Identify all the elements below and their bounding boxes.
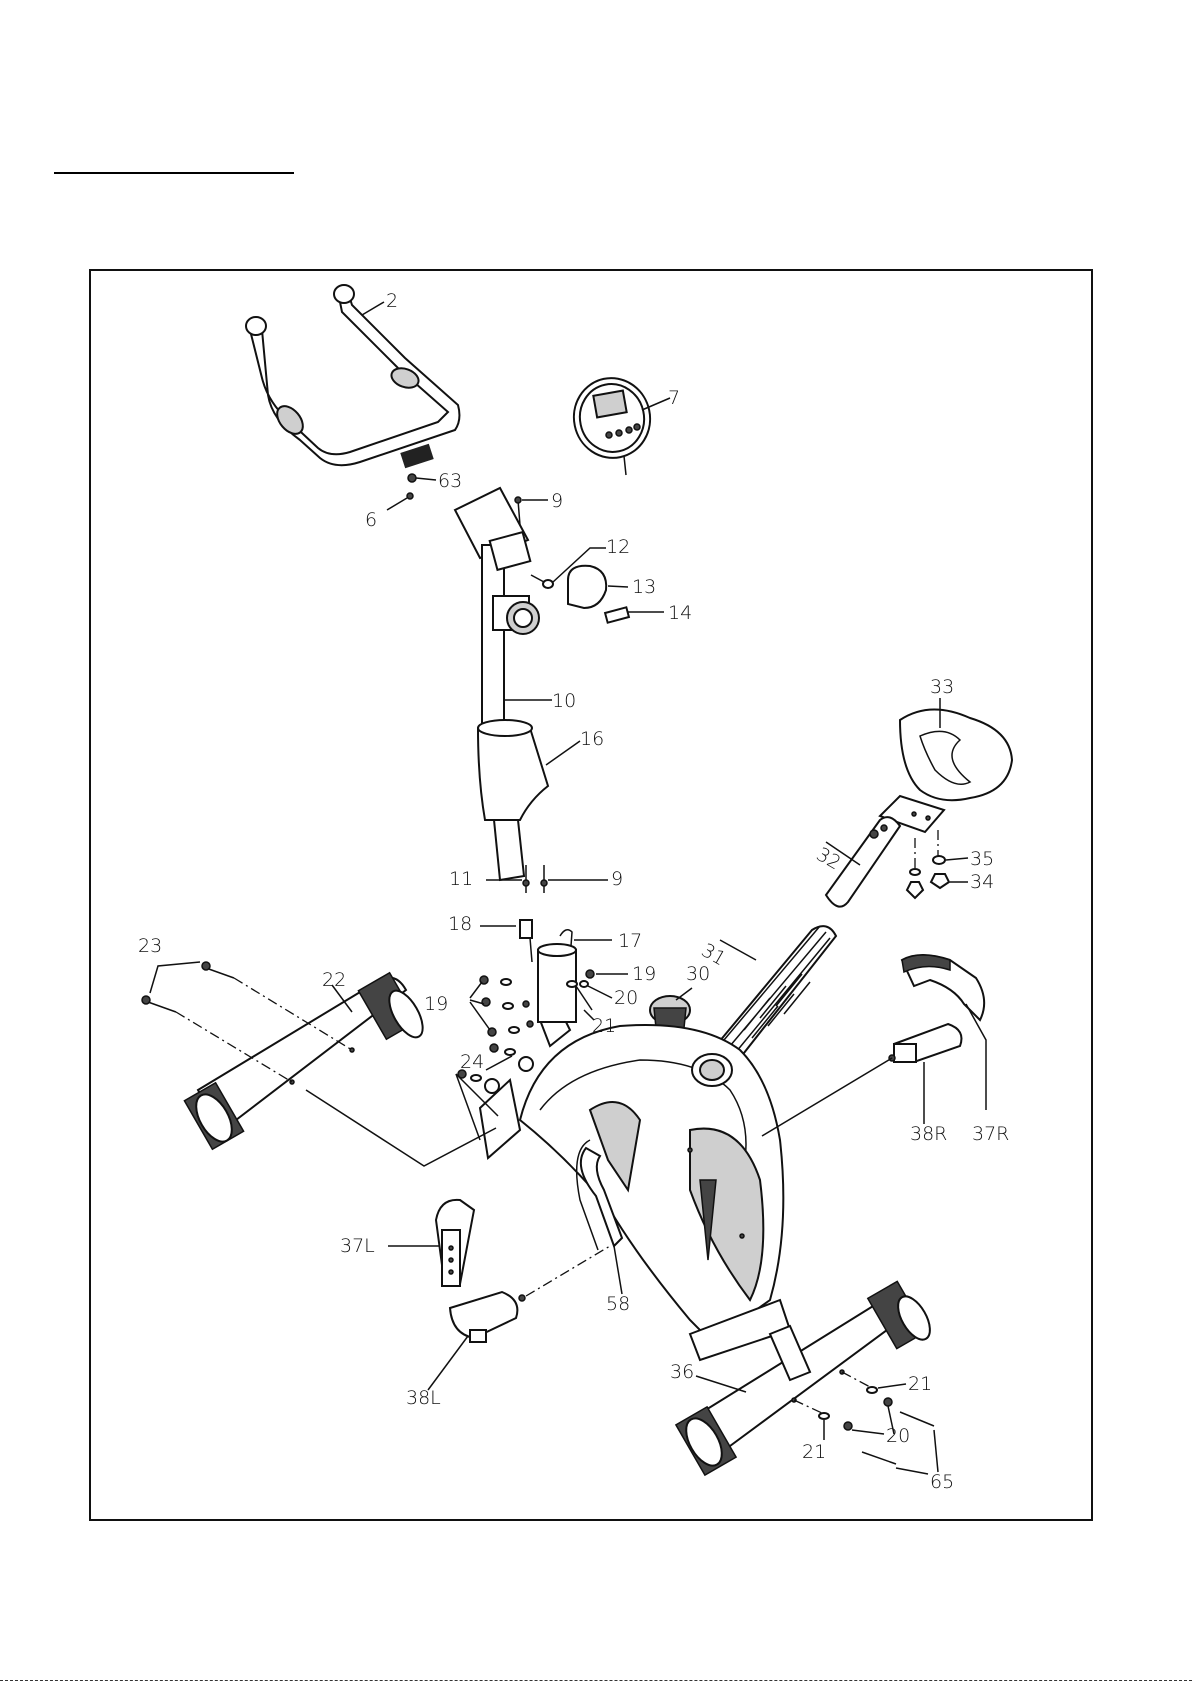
label-19-left: 19 <box>424 993 448 1015</box>
seat-part <box>880 709 1012 832</box>
label-33: 33 <box>930 676 954 698</box>
label-20-rear: 20 <box>886 1425 910 1447</box>
label-2: 2 <box>386 290 398 312</box>
front-stabilizer-part <box>184 973 429 1149</box>
label-10: 10 <box>552 690 576 712</box>
label-30: 30 <box>686 963 710 985</box>
label-17: 17 <box>618 930 642 952</box>
label-6: 6 <box>365 509 377 531</box>
label-18: 18 <box>448 913 472 935</box>
page-bottom-edge <box>0 1680 1192 1681</box>
label-37L: 37L <box>340 1235 375 1257</box>
label-63: 63 <box>438 470 462 492</box>
label-38R: 38R <box>910 1123 947 1145</box>
label-58: 58 <box>606 1293 630 1315</box>
right-pedal-part <box>889 1024 962 1062</box>
label-35: 35 <box>970 848 994 870</box>
left-pedal-part <box>450 1292 525 1342</box>
label-21-rear-bottom: 21 <box>802 1441 826 1463</box>
label-38L: 38L <box>406 1387 441 1409</box>
label-21-rear-top: 21 <box>908 1373 932 1395</box>
label-13: 13 <box>632 576 656 598</box>
right-pedal-strap-part <box>902 955 984 1020</box>
label-65: 65 <box>930 1471 954 1493</box>
label-14: 14 <box>668 602 692 624</box>
label-9-bottom: 9 <box>611 868 623 890</box>
handlebar-post-part <box>455 488 539 730</box>
label-34: 34 <box>970 871 994 893</box>
label-19-right: 19 <box>632 963 656 985</box>
label-11: 11 <box>449 868 473 890</box>
post-cover-part <box>478 723 548 820</box>
label-16: 16 <box>580 728 604 750</box>
label-24: 24 <box>460 1051 484 1073</box>
label-9-top: 9 <box>551 490 563 512</box>
label-32: 32 <box>813 843 845 874</box>
label-20-top: 20 <box>614 987 638 1009</box>
label-37R: 37R <box>972 1123 1009 1145</box>
left-pedal-strap-part <box>436 1200 474 1286</box>
handlebar-part <box>246 285 459 468</box>
label-36: 36 <box>670 1361 694 1383</box>
label-12: 12 <box>606 536 630 558</box>
label-7: 7 <box>668 387 680 409</box>
label-23: 23 <box>138 935 162 957</box>
label-22: 22 <box>322 969 346 991</box>
console-part <box>567 371 658 475</box>
diagram-frame <box>90 270 1092 1520</box>
label-21-post: 21 <box>592 1015 616 1037</box>
